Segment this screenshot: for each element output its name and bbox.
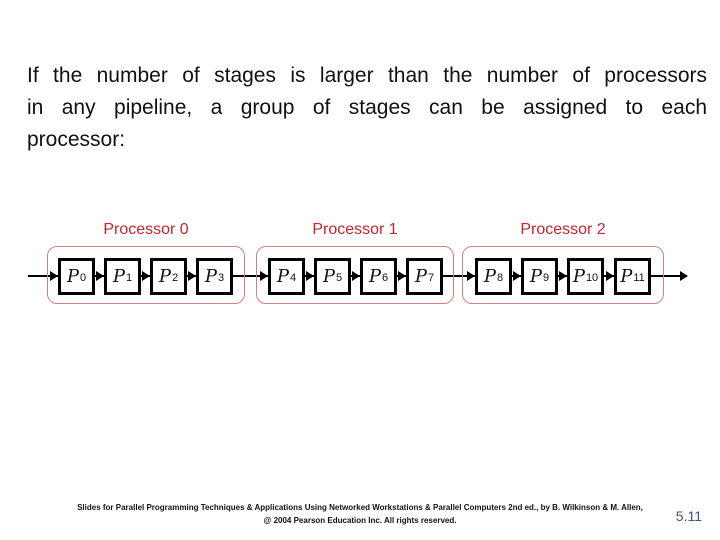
stage-label: P: [112, 265, 125, 287]
stage-label: P: [572, 265, 585, 287]
stage-subscript: 11: [633, 272, 645, 284]
stage-label: P: [204, 265, 217, 287]
stage-subscript: 2: [172, 272, 179, 284]
processor-0-group-outline: [47, 246, 245, 304]
stage-subscript: 0: [80, 272, 87, 284]
intro-paragraph: If the number of stages is larger than t…: [27, 60, 707, 156]
arrow-right-icon: [680, 271, 688, 281]
intro-line-2: in any pipeline, a group of stages can b…: [27, 96, 707, 119]
stage-subscript: 10: [585, 272, 599, 284]
processor-1-group-outline: [256, 246, 454, 304]
intro-line-1: If the number of stages is larger than t…: [27, 64, 707, 87]
stage-label: P: [276, 265, 289, 287]
footer-line-2: @ 2004 Pearson Education Inc. All rights…: [263, 516, 457, 525]
stage-subscript: 9: [543, 272, 550, 284]
processor-1-label: Processor 1: [312, 221, 398, 238]
stage-subscript: 7: [428, 272, 435, 284]
arrow-right-icon: [467, 271, 475, 281]
arrow-right-icon: [306, 271, 314, 281]
stage-label: P: [66, 265, 79, 287]
stage-subscript: 3: [218, 272, 225, 284]
slide-number: 5.11: [675, 508, 702, 524]
footer-line-1: Slides for Parallel Programming Techniqu…: [77, 503, 643, 512]
stage-label: P: [529, 265, 542, 287]
stage-label: P: [368, 265, 381, 287]
arrow-right-icon: [352, 271, 360, 281]
stage-label: P: [620, 265, 633, 287]
arrow-right-icon: [96, 271, 104, 281]
copyright-footer: Slides for Parallel Programming Techniqu…: [0, 501, 720, 527]
arrow-right-icon: [142, 271, 150, 281]
stage-subscript: 4: [290, 272, 297, 284]
arrow-right-icon: [606, 271, 614, 281]
arrow-right-icon: [513, 271, 521, 281]
processor-0-label: Processor 0: [103, 221, 189, 238]
stage-subscript: 1: [126, 272, 133, 284]
arrow-right-icon: [188, 271, 196, 281]
arrow-right-icon: [50, 271, 58, 281]
processor-2-label: Processor 2: [520, 221, 606, 238]
intro-line-3: processor:: [27, 128, 126, 151]
stage-subscript: 6: [382, 272, 389, 284]
stage-label: P: [483, 265, 496, 287]
arrow-right-icon: [398, 271, 406, 281]
stage-label: P: [322, 265, 335, 287]
stage-subscript: 8: [497, 272, 504, 284]
arrow-right-icon: [559, 271, 567, 281]
stage-label: P: [158, 265, 171, 287]
stage-label: P: [414, 265, 427, 287]
arrow-right-icon: [260, 271, 268, 281]
processor-2-group-outline: [462, 246, 664, 304]
stage-subscript: 5: [336, 272, 343, 284]
